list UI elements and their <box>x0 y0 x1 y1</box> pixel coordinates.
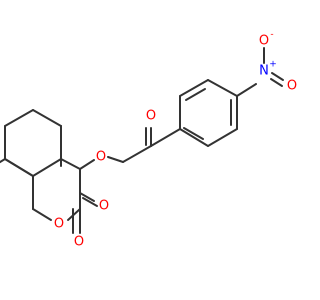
lactone-oxygen-label: O <box>74 235 84 250</box>
ketone-oxygen-label: O <box>146 109 156 124</box>
acyl-linker-bonds <box>79 127 181 207</box>
ester-oxygen-label: O <box>96 150 106 165</box>
nitro-group-bonds <box>236 47 284 97</box>
nitro-oxygen-top-charge: - <box>270 30 273 40</box>
nitro-oxygen-top-label: O <box>259 34 269 49</box>
atom-labels: O - N + O O O O O O <box>54 30 297 250</box>
nitro-nitrogen-label: N <box>259 64 269 79</box>
nitro-oxygen-right-label: O <box>287 79 297 94</box>
coumarin-core <box>0 158 81 234</box>
ester-carbonyl-oxygen-label: O <box>99 199 109 214</box>
chemical-structure-diagram: O - N + O O O O O O <box>0 30 297 250</box>
benzo-ring <box>4 109 62 177</box>
nitro-nitrogen-charge: + <box>269 60 277 70</box>
nitrophenyl-ring <box>179 79 238 147</box>
ring-oxygen-label: O <box>54 217 64 232</box>
